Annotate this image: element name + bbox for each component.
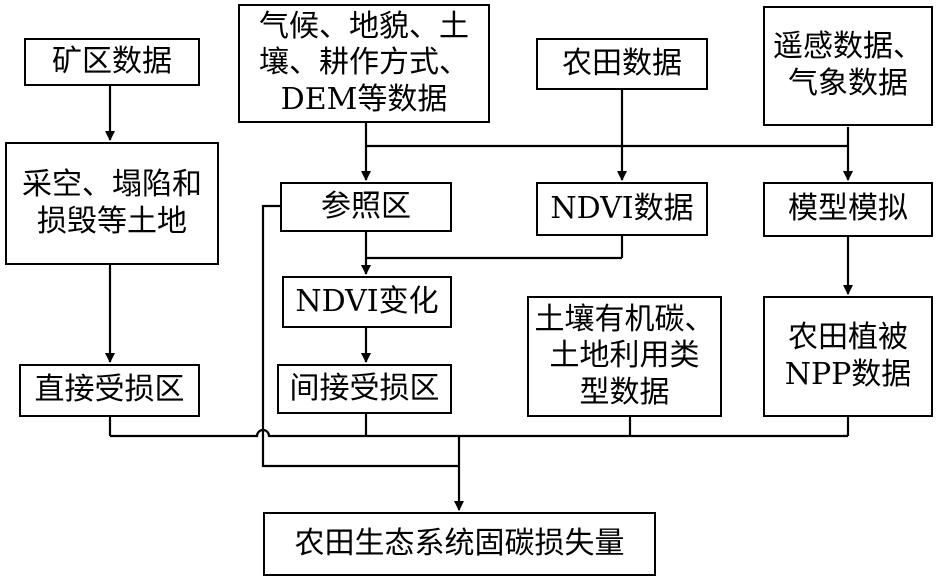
ndvi-change-label: NDVI变化: [295, 283, 439, 319]
carbon-loss-box: 农田生态系统固碳损失量: [263, 512, 656, 576]
subsidence-land-box: 采空、塌陷和 损毁等土地: [5, 142, 219, 265]
reference-area-box: 参照区: [280, 182, 452, 232]
farmland-data-label: 农田数据: [562, 45, 682, 81]
remote-data-label: 遥感数据、 气象数据: [773, 29, 923, 101]
ndvi-data-label: NDVI数据: [550, 190, 694, 226]
ndvi-data-box: NDVI数据: [536, 182, 708, 236]
ndvi-change-box: NDVI变化: [282, 276, 452, 328]
mine-data-label: 矿区数据: [52, 43, 172, 79]
reference-area-label: 参照区: [321, 188, 411, 224]
mine-data-box: 矿区数据: [24, 38, 200, 86]
indirect-damage-label: 间接受损区: [289, 370, 440, 406]
remote-data-box: 遥感数据、 气象数据: [763, 6, 933, 126]
direct-damage-label: 直接受损区: [34, 372, 185, 408]
subsidence-land-label: 采空、塌陷和 损毁等土地: [22, 166, 202, 239]
farmland-data-box: 农田数据: [536, 38, 708, 90]
soil-data-label: 土壤有机碳、 土地利用类 型数据: [534, 301, 715, 410]
direct-damage-box: 直接受损区: [19, 364, 200, 417]
indirect-damage-box: 间接受损区: [277, 364, 452, 414]
soil-data-box: 土壤有机碳、 土地利用类 型数据: [527, 296, 722, 417]
edge-reference-side: [261, 204, 459, 468]
climate-data-box: 气候、地貌、土 壤、耕作方式、 DEM等数据: [238, 4, 490, 123]
climate-data-label: 气候、地貌、土 壤、耕作方式、 DEM等数据: [259, 8, 469, 117]
model-simulation-label: 模型模拟: [788, 191, 908, 227]
npp-data-label: 农田植被 NPP数据: [784, 319, 912, 392]
model-simulation-box: 模型模拟: [763, 182, 933, 237]
edge-bottom-bus: [110, 428, 848, 438]
carbon-loss-label: 农田生态系统固碳损失量: [294, 525, 625, 561]
npp-data-box: 农田植被 NPP数据: [763, 296, 933, 417]
